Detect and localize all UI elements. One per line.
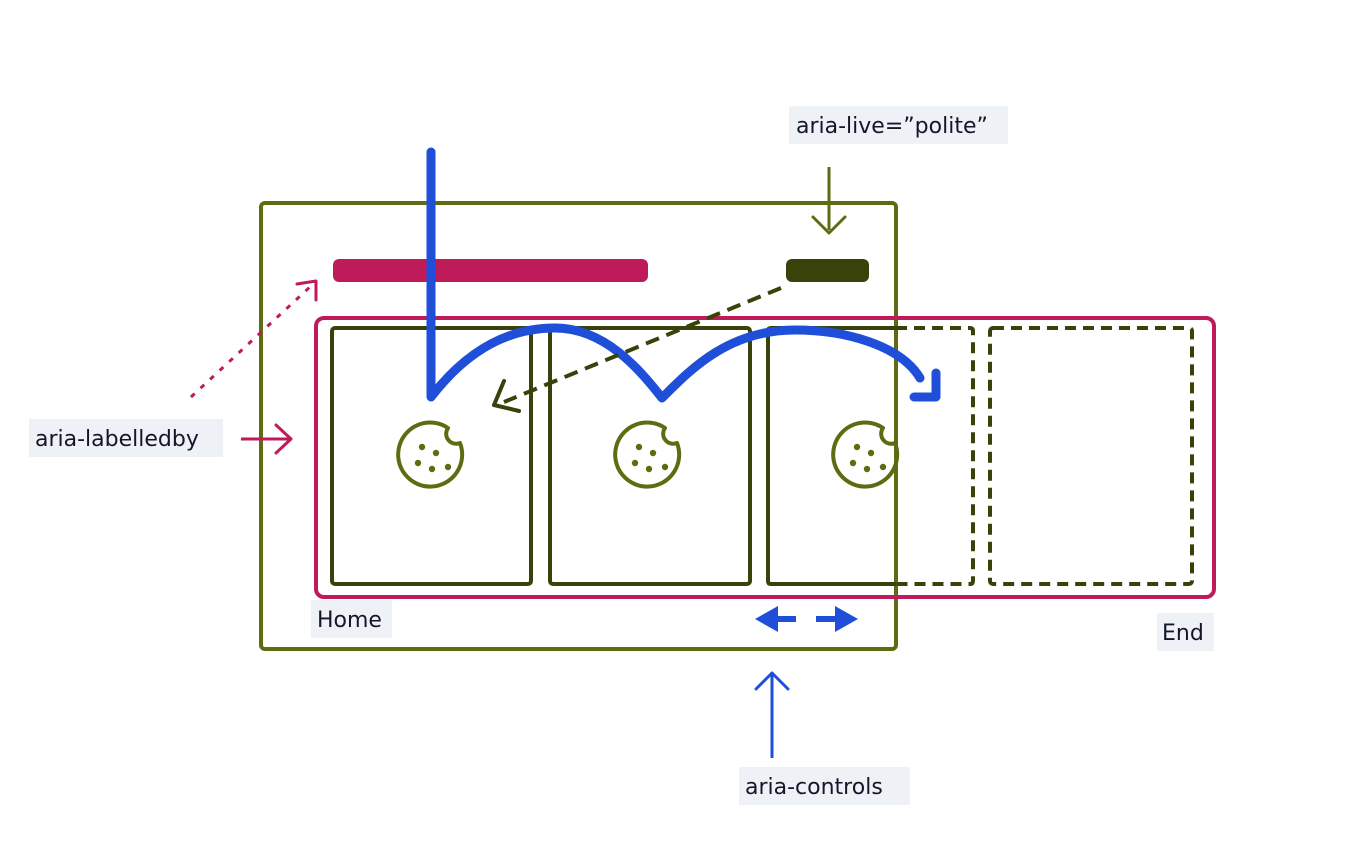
arrow-left-icon — [755, 606, 778, 632]
previous-slide-button[interactable] — [755, 606, 796, 632]
home-key-label: Home — [311, 600, 392, 638]
slide-3-offscreen-part — [896, 326, 975, 586]
slide-2[interactable] — [548, 326, 752, 586]
aria-controls-arrowhead-icon — [754, 671, 790, 691]
cookie-icon — [396, 420, 465, 489]
carousel-heading-bar — [333, 259, 648, 282]
next-slide-button[interactable] — [816, 606, 858, 632]
slide-4-offscreen — [988, 326, 1194, 586]
aria-live-label: aria-live=”polite” — [789, 106, 1008, 144]
cookie-icon — [831, 420, 900, 489]
aria-labelledby-label: aria-labelledby — [29, 419, 223, 457]
aria-labelledby-dotted-line — [189, 284, 313, 399]
announcement-arrowhead-icon — [492, 379, 521, 413]
carousel-container — [259, 201, 898, 651]
live-region-indicator — [786, 259, 869, 282]
cookie-icon — [613, 420, 682, 489]
focus-arrowhead-icon — [909, 368, 941, 402]
live-announcement-line — [503, 286, 782, 404]
svg-text:Home: Home — [317, 608, 382, 633]
slide-track — [314, 316, 1216, 599]
aria-controls-label: aria-controls — [739, 767, 910, 805]
end-key-label: End — [1157, 613, 1214, 651]
aria-live-arrowhead-icon — [811, 215, 847, 235]
svg-text:aria-labelledby: aria-labelledby — [35, 427, 199, 452]
aria-labelledby-dotted-arrowhead-icon — [295, 279, 318, 302]
svg-text:End: End — [1162, 621, 1204, 646]
arrow-right-icon — [835, 606, 858, 632]
aria-labelledby-arrowhead-icon — [274, 423, 293, 455]
svg-text:aria-live=”polite”: aria-live=”polite” — [796, 114, 988, 139]
svg-text:aria-controls: aria-controls — [745, 775, 883, 800]
focus-order-path — [426, 147, 925, 403]
